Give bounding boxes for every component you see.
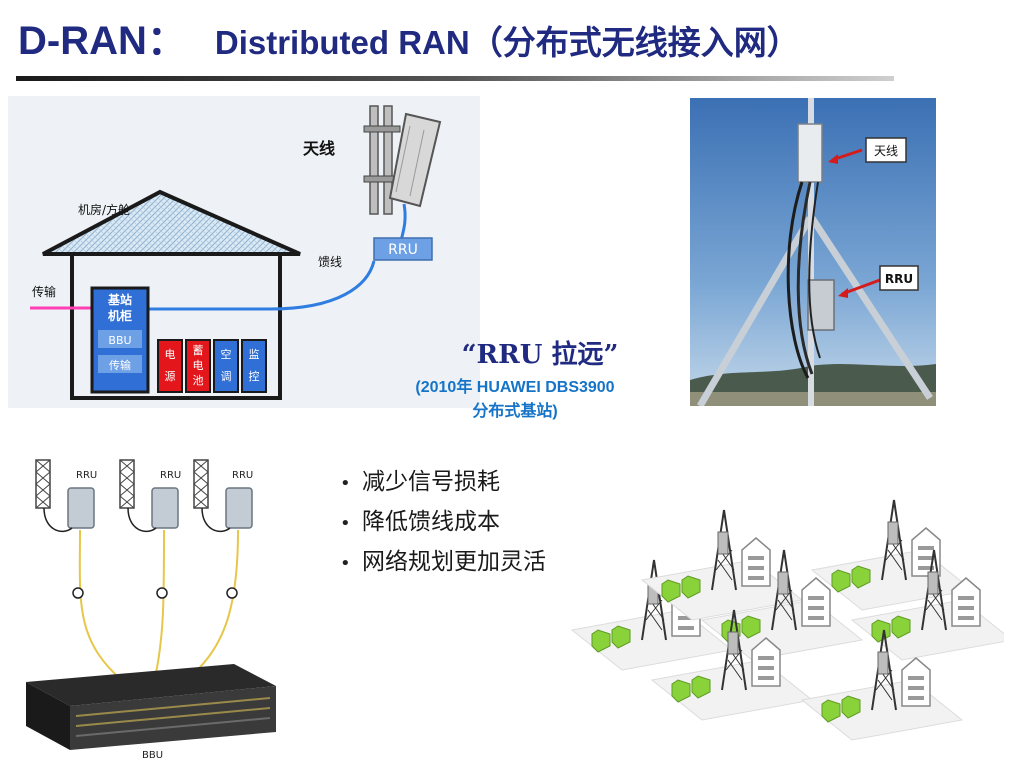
rru-box — [373, 237, 433, 261]
bullet-dot: • — [340, 473, 351, 494]
cable-bundle-3 — [808, 181, 821, 359]
rru-tag — [879, 265, 919, 291]
battery-char-3: 池 — [193, 374, 204, 387]
jumper-3 — [201, 507, 231, 533]
rru-tag-text: RRU — [885, 272, 913, 286]
cable-bundle-2 — [796, 181, 814, 375]
rru-caption: (2010年 HUAWEI DBS3900 分布式基站) — [370, 376, 660, 424]
benefit-item: • 降低馈线成本 — [340, 502, 546, 542]
fiber-2 — [153, 529, 165, 683]
fiber-connector-2 — [156, 587, 168, 599]
bbu-board-2 — [75, 707, 271, 727]
room-label: 机房/方舱 — [78, 202, 130, 217]
bullet-dot: • — [340, 513, 351, 534]
antenna-ridge-2 — [409, 129, 425, 197]
jumper-2 — [127, 507, 157, 533]
benefit-text: 减少信号损耗 — [362, 469, 500, 495]
fiber-1 — [78, 529, 125, 683]
sites-illustration — [571, 499, 1004, 741]
tripod-leg-left — [696, 216, 814, 406]
mast-3 — [193, 459, 209, 509]
slide-title: D-RAN： Distributed RAN（分布式无线接入网） — [18, 8, 800, 63]
rru-label: RRU — [388, 242, 418, 258]
feeder-cable — [148, 260, 376, 311]
monitor-char-2: 控 — [249, 369, 260, 383]
antenna-pole-2 — [383, 105, 393, 215]
caption-line-1: (2010年 HUAWEI DBS3900 — [415, 379, 615, 396]
rru-label-2: RRU — [160, 470, 181, 481]
caption-line-2: 分布式基站) — [472, 403, 558, 420]
bbu-top — [26, 664, 276, 706]
distributed-sites-figure — [552, 490, 1004, 760]
monitor-unit — [241, 339, 267, 393]
site-2 — [641, 509, 803, 621]
antenna-panel — [388, 112, 442, 208]
monitor-char-1: 监 — [249, 348, 260, 361]
tripod-leg-right — [809, 216, 933, 400]
site-4 — [811, 499, 973, 611]
room-roof — [42, 189, 301, 256]
bullet-dot: • — [340, 553, 351, 574]
aircon-unit — [213, 339, 239, 393]
bbu-board-1 — [75, 697, 271, 717]
power-char-1: 电 — [165, 348, 176, 361]
benefit-item: • 网络规划更加灵活 — [340, 542, 546, 582]
fiber-connector-1 — [72, 587, 84, 599]
rru-label-1: RRU — [76, 470, 97, 481]
power-unit — [157, 339, 183, 393]
antenna-tag — [865, 137, 907, 163]
room-walls — [70, 254, 282, 400]
benefit-text: 降低馈线成本 — [362, 509, 500, 535]
mast-1 — [35, 459, 51, 509]
antenna-unit — [797, 123, 823, 183]
cabinet-trans-slot — [98, 355, 142, 373]
cabinet-label-1: 基站 — [107, 292, 132, 307]
mast-2 — [119, 459, 135, 509]
bbu-rru-illustration: RRU RRU RRU BBU — [26, 459, 276, 761]
title-underline — [16, 76, 894, 81]
antenna-ridge — [395, 125, 411, 193]
aircon-char-1: 空 — [221, 347, 232, 361]
rru-unit-1 — [67, 487, 95, 529]
antenna-arrow-head — [828, 154, 838, 164]
rru-label-3: RRU — [232, 470, 253, 481]
battery-char-1: 蓄 — [193, 344, 204, 357]
bbu-rru-figure: RRU RRU RRU BBU — [14, 450, 284, 762]
benefit-text: 网络规划更加灵活 — [362, 549, 546, 575]
cabinet-trans-label: 传输 — [109, 358, 131, 372]
antenna-pole — [369, 105, 379, 215]
feeder-label: 馈线 — [318, 255, 342, 269]
title-main: D-RAN： — [18, 19, 187, 63]
rru-unit-2 — [151, 487, 179, 529]
cable-bundle-1 — [786, 181, 810, 379]
fiber-3 — [183, 529, 239, 683]
benefit-list: • 减少信号损耗 • 降低馈线成本 • 网络规划更加灵活 — [340, 462, 546, 582]
rru-remote-title: “RRU 拉远” — [461, 340, 619, 370]
benefit-item: • 减少信号损耗 — [340, 462, 546, 502]
tower-photo: 天线 RRU — [690, 98, 936, 406]
title-sub: Distributed RAN（分布式无线接入网） — [214, 24, 800, 61]
aircon-char-2: 调 — [221, 370, 232, 383]
antenna-label: 天线 — [303, 139, 335, 158]
tower-photo-illustration: 天线 RRU — [690, 98, 936, 406]
battery-unit — [185, 339, 211, 393]
architecture-illustration: 基站 机柜 BBU 传输 电 源 蓄 电 池 空 调 监 控 RRU 天线 机房… — [30, 105, 442, 400]
power-char-2: 源 — [165, 369, 176, 383]
cabinet-bbu-slot — [98, 330, 142, 348]
bbu-board-3 — [75, 717, 271, 737]
antenna-tag-text: 天线 — [874, 144, 898, 158]
cabinet-bbu-label: BBU — [108, 334, 131, 347]
jumper-1 — [43, 507, 73, 533]
cabinet-label-2: 机柜 — [108, 308, 132, 323]
rru-arrow — [841, 278, 881, 296]
transmission-label: 传输 — [32, 284, 56, 299]
bbu-label: BBU — [142, 750, 163, 761]
pole-bracket-top — [363, 125, 401, 133]
battery-char-2: 电 — [193, 359, 204, 372]
dran-architecture-diagram: 基站 机柜 BBU 传输 电 源 蓄 电 池 空 调 监 控 RRU 天线 机房… — [8, 96, 480, 408]
rru-arrow-head — [838, 288, 848, 298]
fiber-connector-3 — [226, 587, 238, 599]
rru-unit-3 — [225, 487, 253, 529]
bbu-side — [26, 682, 70, 750]
